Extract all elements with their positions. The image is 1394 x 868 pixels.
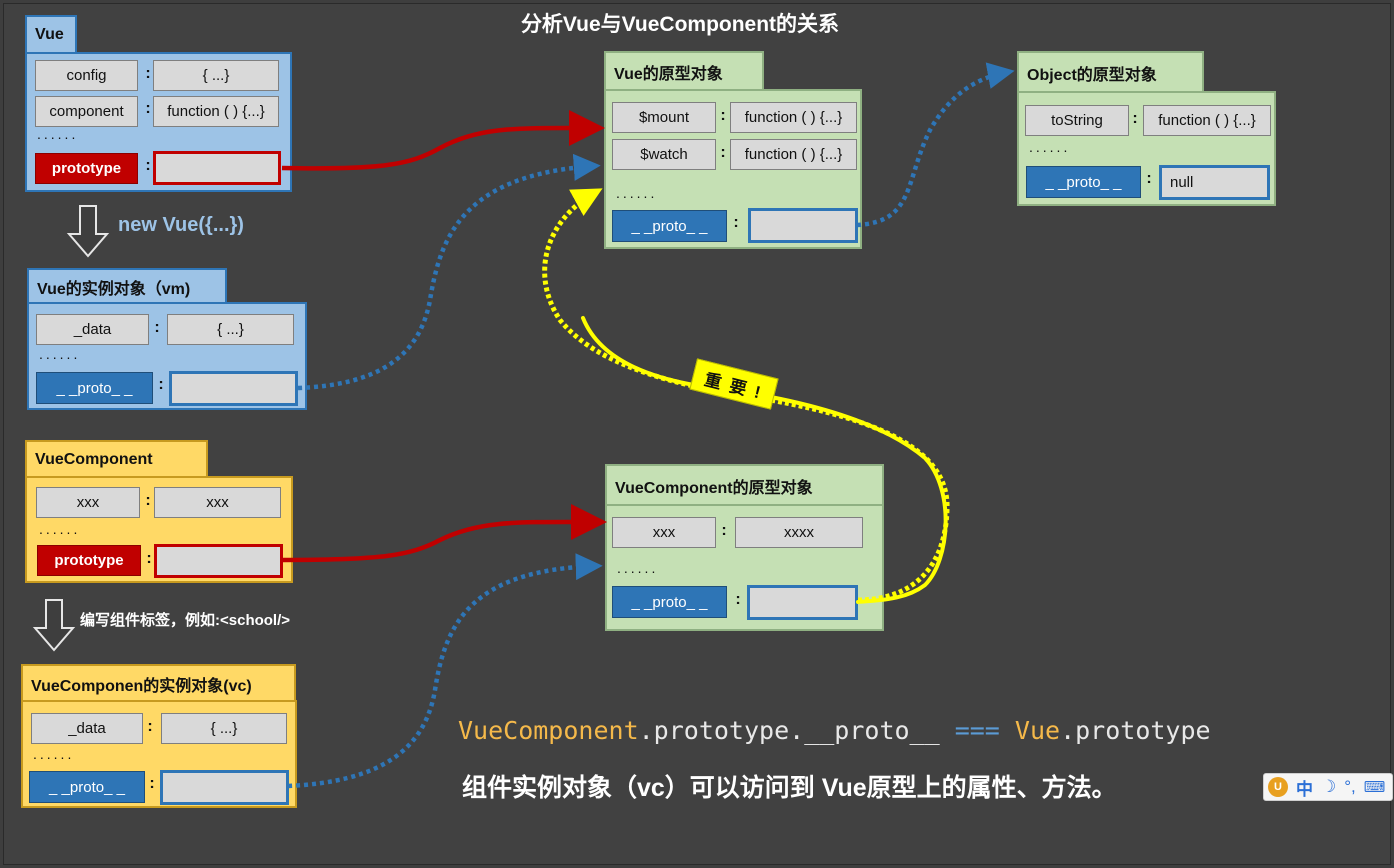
vuecomponent-ellipsis: ...... bbox=[39, 521, 81, 537]
ime-keyboard-icon[interactable]: ⌨ bbox=[1363, 779, 1386, 796]
ime-moon-icon[interactable]: ☽ bbox=[1321, 777, 1337, 796]
colon: : bbox=[145, 157, 151, 174]
vue-tab: Vue bbox=[25, 15, 77, 53]
vc-tab: VueComponen的实例对象(vc) bbox=[21, 664, 296, 702]
object-proto-tab: Object的原型对象 bbox=[1017, 51, 1204, 93]
vuecomponent-box: xxx : xxx ...... prototype : bbox=[25, 476, 293, 583]
vue-prototype-key: prototype bbox=[35, 153, 138, 184]
vue-key-config: config bbox=[35, 60, 138, 91]
down-arrow-icon bbox=[32, 599, 76, 652]
vue-proto-proto-key: _ _proto_ _ bbox=[612, 210, 727, 242]
vue-proto-value-watch: function ( ) {...} bbox=[730, 139, 857, 170]
colon: : bbox=[721, 522, 727, 539]
colon: : bbox=[1146, 170, 1152, 187]
vue-prototype-slot bbox=[153, 151, 281, 185]
ime-logo-icon: U bbox=[1268, 777, 1288, 797]
vc-proto-value-xxxx: xxxx bbox=[735, 517, 863, 548]
vm-key-data: _data bbox=[36, 314, 149, 345]
vuecomponent-prototype-key: prototype bbox=[37, 545, 141, 576]
vc-proto-tab: VueComponent的原型对象 bbox=[605, 464, 884, 506]
vc-proto-proto-slot bbox=[747, 585, 858, 620]
object-proto-box: toString : function ( ) {...} ...... _ _… bbox=[1017, 91, 1276, 206]
vc-proto-box: xxx : xxxx ...... _ _proto_ _ : bbox=[605, 504, 884, 631]
equation-vuecomponent: VueComponent bbox=[458, 716, 639, 745]
ime-toolbar[interactable]: U 中 ☽ °, ⌨ bbox=[1263, 773, 1393, 801]
equation-vue: Vue bbox=[999, 716, 1061, 745]
vue-proto-key-mount: $mount bbox=[612, 102, 716, 133]
equation-prototype: .prototype bbox=[1060, 716, 1211, 745]
vue-ellipsis: ...... bbox=[37, 126, 79, 142]
vm-box: _data : { ...} ...... _ _proto_ _ : bbox=[27, 302, 307, 410]
vue-box: config : { ...} component : function ( )… bbox=[25, 52, 292, 192]
vc-key-data: _data bbox=[31, 713, 143, 744]
ime-punctuation-icon[interactable]: °, bbox=[1344, 777, 1356, 796]
new-vue-label: new Vue({...}) bbox=[118, 214, 244, 236]
colon: : bbox=[154, 319, 160, 336]
vc-proto-proto-key: _ _proto_ _ bbox=[612, 586, 727, 618]
vue-proto-value-mount: function ( ) {...} bbox=[730, 102, 857, 133]
colon: : bbox=[147, 718, 153, 735]
vc-proto-key: _ _proto_ _ bbox=[29, 771, 145, 803]
vue-proto-key-watch: $watch bbox=[612, 139, 716, 170]
vuecomponent-value-xxx: xxx bbox=[154, 487, 281, 518]
object-proto-ellipsis: ...... bbox=[1029, 139, 1071, 155]
colon: : bbox=[733, 214, 739, 231]
vuecomponent-key-xxx: xxx bbox=[36, 487, 140, 518]
vc-value-data: { ...} bbox=[161, 713, 287, 744]
write-tag-label: 编写组件标签，例如:<school/> bbox=[80, 612, 291, 629]
colon: : bbox=[145, 492, 151, 509]
object-proto-null: null bbox=[1159, 165, 1270, 200]
colon: : bbox=[145, 65, 151, 82]
vue-proto-ellipsis: ...... bbox=[616, 185, 658, 201]
equation-proto-chain: .prototype.__proto__ bbox=[638, 716, 955, 745]
colon: : bbox=[720, 144, 726, 161]
vue-key-component: component bbox=[35, 96, 138, 127]
vc-box: _data : { ...} ...... _ _proto_ _ : bbox=[21, 700, 297, 808]
object-proto-proto-key: _ _proto_ _ bbox=[1026, 166, 1141, 198]
vuecomponent-tab: VueComponent bbox=[25, 440, 208, 478]
explanation-caption: 组件实例对象（vc）可以访问到 Vue原型上的属性、方法。 bbox=[462, 774, 1117, 802]
vue-value-component: function ( ) {...} bbox=[153, 96, 279, 127]
vue-value-config: { ...} bbox=[153, 60, 279, 91]
vuecomponent-prototype-slot bbox=[154, 544, 283, 578]
vm-proto-key: _ _proto_ _ bbox=[36, 372, 153, 404]
vc-ellipsis: ...... bbox=[33, 746, 75, 762]
vm-tab: Vue的实例对象（vm) bbox=[27, 268, 227, 304]
vue-proto-proto-slot bbox=[748, 208, 858, 243]
colon: : bbox=[146, 550, 152, 567]
vc-proto-key-xxx: xxx bbox=[612, 517, 716, 548]
equation-operator: === bbox=[954, 716, 1000, 745]
vm-value-data: { ...} bbox=[167, 314, 294, 345]
vc-proto-slot bbox=[160, 770, 289, 805]
vue-proto-box: $mount : function ( ) {...} $watch : fun… bbox=[604, 89, 862, 249]
colon: : bbox=[145, 100, 151, 117]
equation-caption: VueComponent.prototype.__proto__ === Vue… bbox=[458, 716, 1211, 745]
vue-proto-tab: Vue的原型对象 bbox=[604, 51, 764, 91]
vc-proto-ellipsis: ...... bbox=[617, 560, 659, 576]
object-proto-value-tostring: function ( ) {...} bbox=[1143, 105, 1271, 136]
page-title: 分析Vue与VueComponent的关系 bbox=[520, 13, 840, 36]
vm-ellipsis: ...... bbox=[39, 346, 81, 362]
vm-proto-slot bbox=[169, 371, 298, 406]
colon: : bbox=[1132, 110, 1138, 127]
colon: : bbox=[158, 376, 164, 393]
colon: : bbox=[720, 107, 726, 124]
ime-lang-toggle[interactable]: 中 bbox=[1296, 779, 1313, 799]
object-proto-key-tostring: toString bbox=[1025, 105, 1129, 136]
colon: : bbox=[149, 775, 155, 792]
down-arrow-icon bbox=[66, 205, 110, 258]
colon: : bbox=[735, 591, 741, 608]
